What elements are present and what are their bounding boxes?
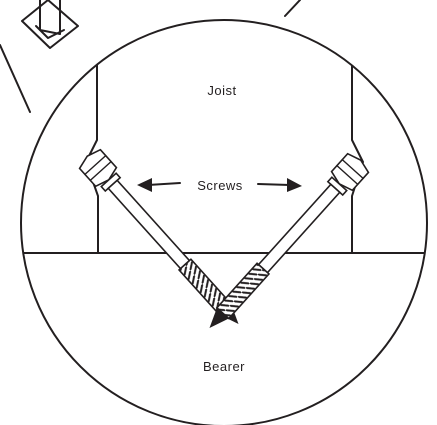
screw-right-head (330, 152, 370, 192)
screws-arrow-right (257, 178, 302, 192)
screws-arrow-left (137, 178, 181, 192)
magnified-detail: Joist Screws Bearer (21, 20, 427, 374)
post-base-detail (21, 0, 79, 49)
screw-right (209, 152, 370, 329)
screw-left-shank (107, 179, 191, 270)
screws-label: Screws (197, 178, 243, 193)
screw-right-thread (215, 262, 271, 320)
bearer-label: Bearer (203, 359, 245, 374)
screw-left-head (78, 148, 118, 188)
joist-label: Joist (207, 83, 236, 98)
post-base-plate (21, 0, 79, 49)
post-bracket (35, 25, 65, 39)
screw-right-shank (257, 183, 341, 274)
joist-outline (85, 20, 364, 254)
screw-right-tip (209, 307, 229, 329)
magnified-detail-circle (20, 19, 428, 425)
callout-leader-top (284, 0, 301, 17)
post (39, 0, 61, 35)
callout-leader-left (0, 44, 31, 113)
callout-leaders (0, 0, 301, 113)
